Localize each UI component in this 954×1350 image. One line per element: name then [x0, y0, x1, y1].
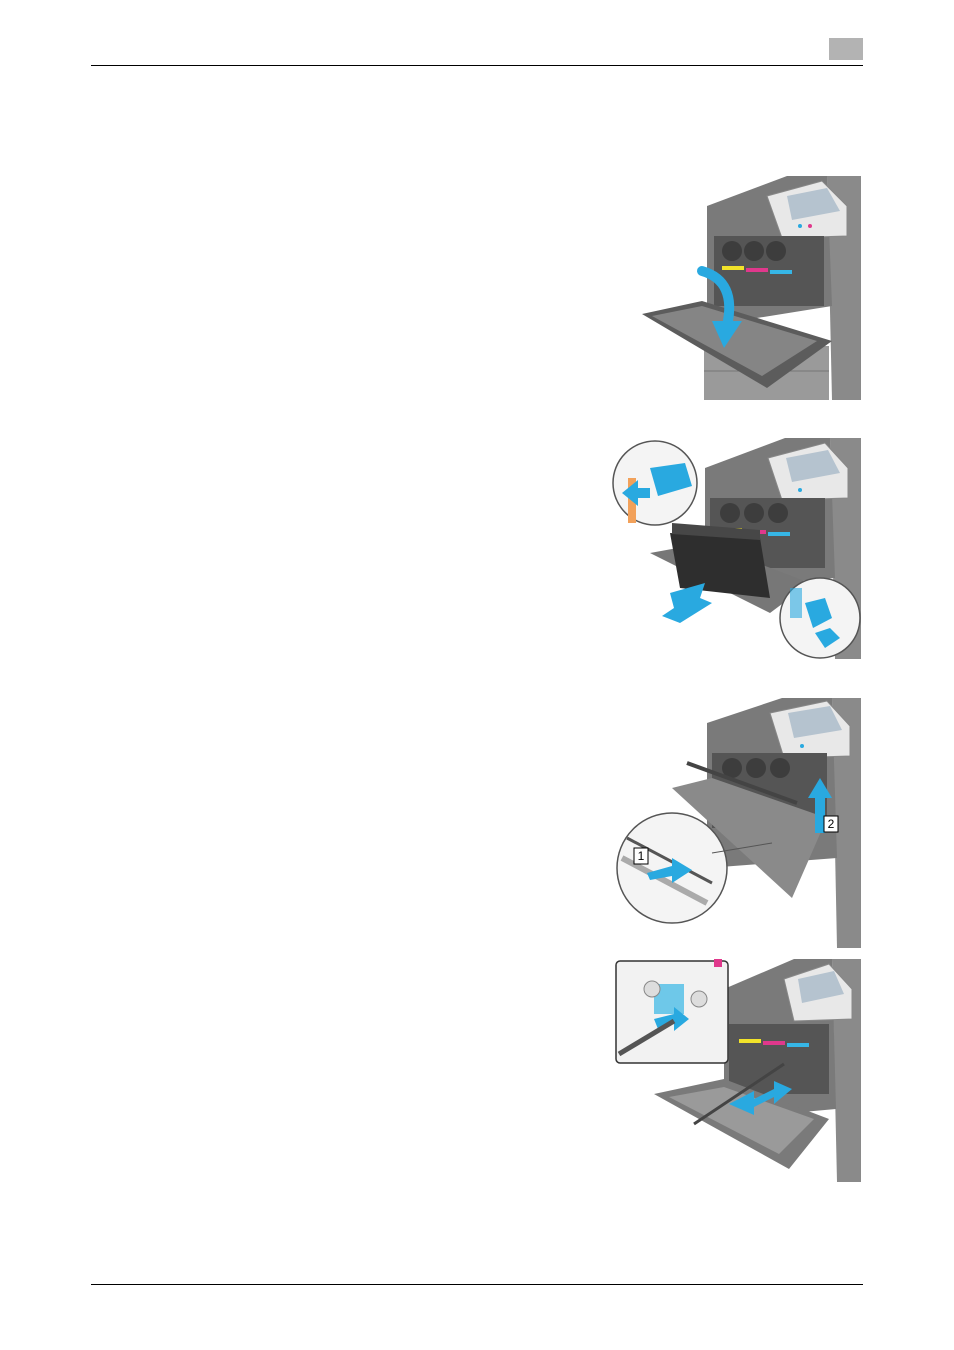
callout-2: 2: [828, 817, 835, 831]
page-number-tab: [829, 38, 863, 60]
illustration-front-door-open: [642, 176, 861, 400]
footer-rule: [91, 1284, 863, 1285]
illustration-waste-toner-box-removal: [610, 438, 861, 659]
illustration-cleaning-rod-removal: 2 1: [612, 698, 861, 948]
illustration-print-head-cleaning: [614, 959, 861, 1182]
callout-1: 1: [638, 849, 645, 863]
header-rule: [91, 65, 863, 66]
